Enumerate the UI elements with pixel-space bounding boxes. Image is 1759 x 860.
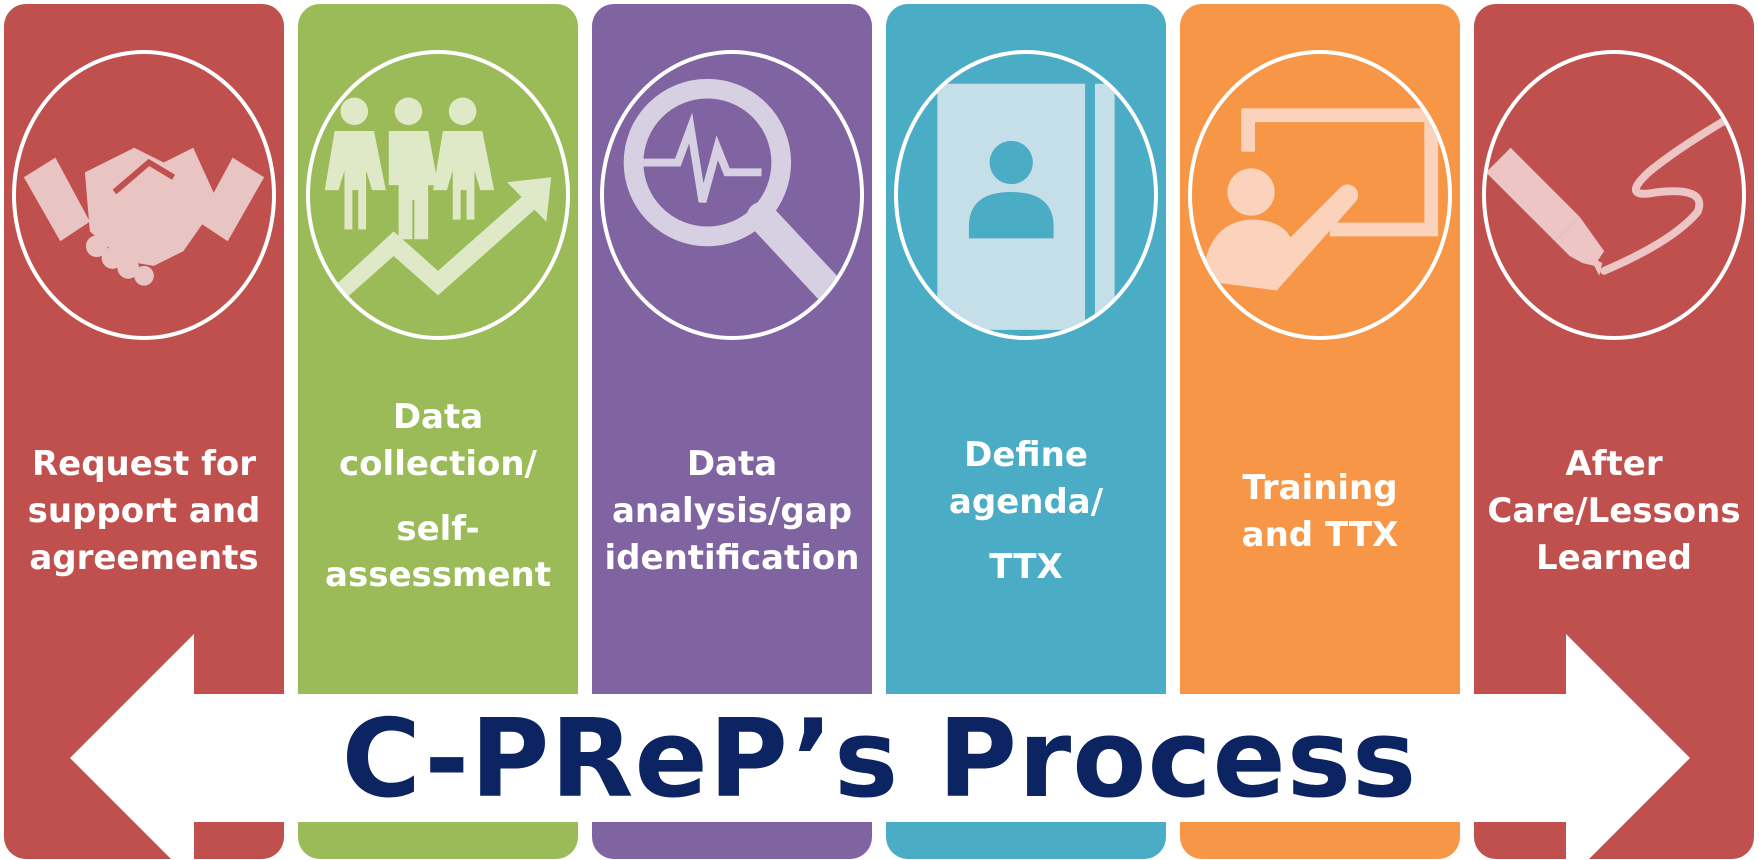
step-2-label: Data collection/ self- assessment (325, 396, 551, 596)
step-3-label: Data analysis/gap identification (604, 444, 860, 578)
step-4-label: Define agenda/ TTX (948, 435, 1104, 587)
presentation-board-icon (1188, 50, 1452, 340)
step-6-label: After Care/Lessons Learned (1487, 444, 1741, 578)
step-5-label: Training and TTX (1241, 467, 1399, 555)
magnifier-pulse-icon (600, 50, 864, 340)
contact-book-icon (894, 50, 1158, 340)
pen-signature-icon (1482, 50, 1746, 340)
people-growth-icon (306, 50, 570, 340)
page-title: C-PReP’s Process (341, 697, 1418, 822)
handshake-icon (12, 50, 276, 340)
step-1-label: Request for support and agreements (27, 444, 261, 578)
